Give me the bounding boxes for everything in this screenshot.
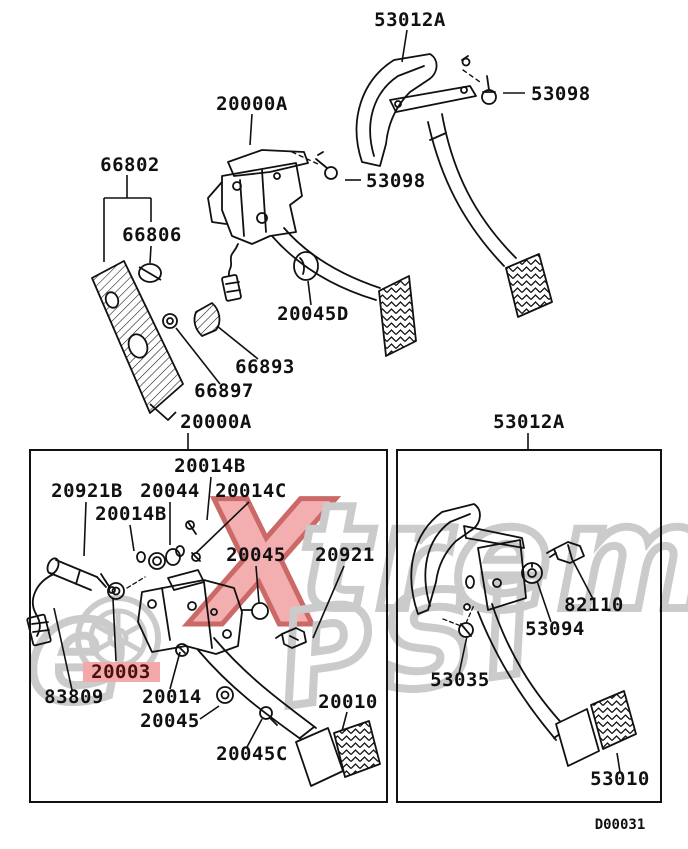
part-label-20014b-second: 20014B	[95, 503, 167, 525]
bolt-53098-right	[486, 75, 490, 91]
knob-20045d	[293, 251, 319, 281]
part-label-20010: 20010	[318, 691, 378, 713]
part-label-20014b-top: 20014B	[174, 455, 246, 477]
brake-pedal-assembly-drawing	[207, 149, 417, 357]
part-label-20045-lower: 20045	[140, 710, 200, 732]
part-label-66897: 66897	[194, 380, 254, 402]
drawing-code: D00031	[595, 817, 646, 833]
part-label-53098-right: 53098	[531, 83, 591, 105]
clip-66806	[138, 263, 162, 283]
part-label-20014: 20014	[142, 686, 202, 708]
brake-pedal-detail-drawing	[26, 520, 381, 787]
switch-20921	[281, 627, 307, 649]
left-box-title: 20000A	[180, 411, 252, 433]
clutch-pedal-assembly-drawing	[355, 53, 553, 318]
bolt-53098-left	[324, 166, 338, 180]
part-label-20921: 20921	[315, 544, 375, 566]
clutch-pedal-detail-drawing	[410, 503, 637, 767]
part-label-53010: 53010	[590, 768, 650, 790]
part-label-82110: 82110	[564, 594, 624, 616]
clip-20045c	[259, 706, 273, 720]
pad-66893	[193, 302, 221, 337]
bolt-20014	[175, 643, 189, 657]
leader-lines	[53, 29, 621, 773]
watermark-letter-x: X	[187, 464, 336, 665]
right-detail-box	[396, 449, 662, 803]
part-label-66802: 66802	[100, 154, 160, 176]
watermark-letters-treme: treme	[300, 474, 688, 643]
part-label-66806: 66806	[122, 224, 182, 246]
part-label-20045d: 20045D	[277, 303, 349, 325]
clip-20045-a	[251, 602, 269, 620]
nut-66897	[162, 313, 178, 329]
part-label-83809: 83809	[44, 686, 104, 708]
part-label-20044: 20044	[140, 480, 200, 502]
accelerator-pedal-drawing	[91, 260, 221, 421]
part-label-53012a-top: 53012A	[374, 9, 446, 31]
part-label-66893: 66893	[235, 356, 295, 378]
part-label-20000a-top: 20000A	[216, 93, 288, 115]
nut-20003	[107, 582, 125, 600]
switch-82110	[553, 541, 585, 564]
part-label-20045c: 20045C	[216, 743, 288, 765]
part-label-20003: 20003	[91, 661, 151, 683]
part-label-20045-upper: 20045	[226, 544, 286, 566]
part-highlight-bg	[83, 662, 160, 682]
highlighted-part-20003[interactable]: 20003	[83, 661, 160, 683]
grommet-20045-b	[216, 686, 234, 704]
part-labels: 53012A 20000A 53098 53098 66802 66806 20…	[44, 9, 650, 833]
part-label-20014c: 20014C	[215, 480, 287, 502]
part-label-20921b: 20921B	[51, 480, 123, 502]
left-detail-box	[29, 449, 388, 803]
right-box-title: 53012A	[493, 411, 565, 433]
part-label-53035: 53035	[430, 669, 490, 691]
part-label-53098-left: 53098	[366, 170, 426, 192]
part-label-53094: 53094	[525, 618, 585, 640]
